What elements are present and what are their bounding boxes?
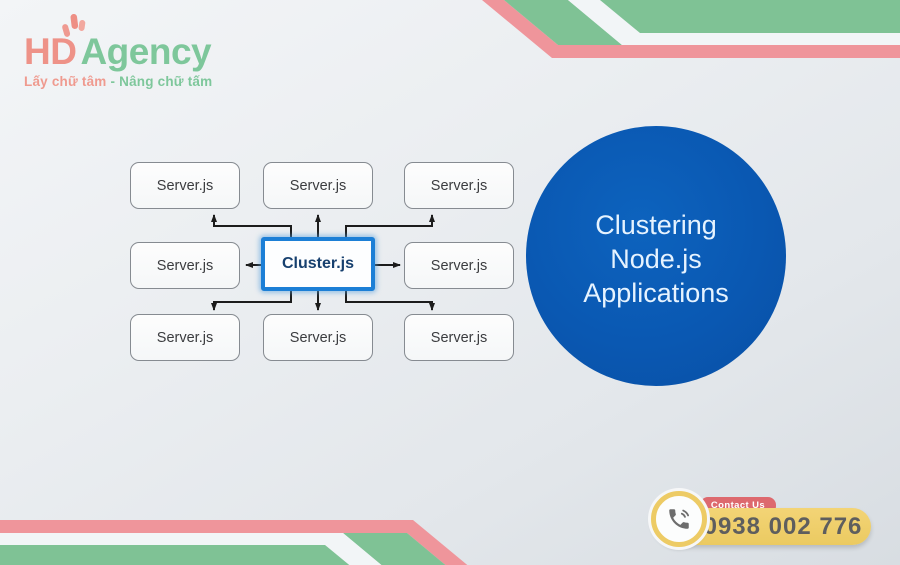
server-node: Server.js	[130, 314, 240, 361]
arrow-top-right	[345, 214, 435, 237]
contact-tab-label: Contact Us	[710, 500, 766, 511]
server-label: Server.js	[430, 257, 488, 274]
arrow-top-left	[211, 214, 292, 237]
corner-decoration-bottom-left	[0, 520, 468, 565]
contact-phone-number: 0938 002 776	[703, 512, 863, 540]
headline-line: Applications	[583, 278, 729, 308]
green-big-stripe	[600, 0, 900, 33]
server-node: Server.js	[404, 162, 514, 209]
server-node: Server.js	[263, 314, 373, 361]
arrow-bottom-left	[211, 291, 292, 311]
server-label: Server.js	[156, 177, 214, 194]
logo-agency: Agency	[80, 31, 212, 72]
server-label: Server.js	[289, 329, 347, 346]
cluster-label: Cluster.js	[281, 255, 355, 272]
cluster-node: Cluster.js	[261, 237, 375, 291]
logo-hd: HD	[24, 31, 77, 72]
server-node: Server.js	[130, 162, 240, 209]
server-node: Server.js	[404, 242, 514, 289]
server-node: Server.js	[404, 314, 514, 361]
phone-icon	[669, 509, 690, 529]
green-small-stripe	[343, 533, 446, 565]
server-label: Server.js	[430, 329, 488, 346]
server-label: Server.js	[156, 329, 214, 346]
green-big-stripe	[0, 545, 350, 565]
contact-badge[interactable]: Contact Us 0938 002 776	[645, 488, 880, 558]
headline-line: Node.js	[610, 244, 702, 274]
pink-stripe	[0, 520, 468, 565]
headline-line: Clustering	[595, 210, 717, 240]
server-node: Server.js	[263, 162, 373, 209]
tagline-part1: Lấy chữ tâm	[24, 74, 107, 89]
phone-icon-circle	[651, 491, 707, 547]
white-stripe	[0, 533, 382, 565]
tagline-part2: - Nâng chữ tấm	[110, 74, 213, 89]
server-label: Server.js	[430, 177, 488, 194]
server-label: Server.js	[289, 177, 347, 194]
logo-mark-icon	[62, 13, 86, 37]
logo-tagline: Lấy chữ tâm - Nâng chữ tấm	[24, 74, 212, 89]
arrow-bottom-right	[345, 291, 435, 311]
white-stripe	[568, 0, 900, 45]
server-node: Server.js	[130, 242, 240, 289]
diagram-arrows	[211, 214, 435, 311]
headline-circle: Clustering Node.js Applications	[526, 126, 786, 386]
cluster-diagram: Server.js Server.js Server.js Server.js …	[0, 0, 560, 420]
server-label: Server.js	[156, 257, 214, 274]
